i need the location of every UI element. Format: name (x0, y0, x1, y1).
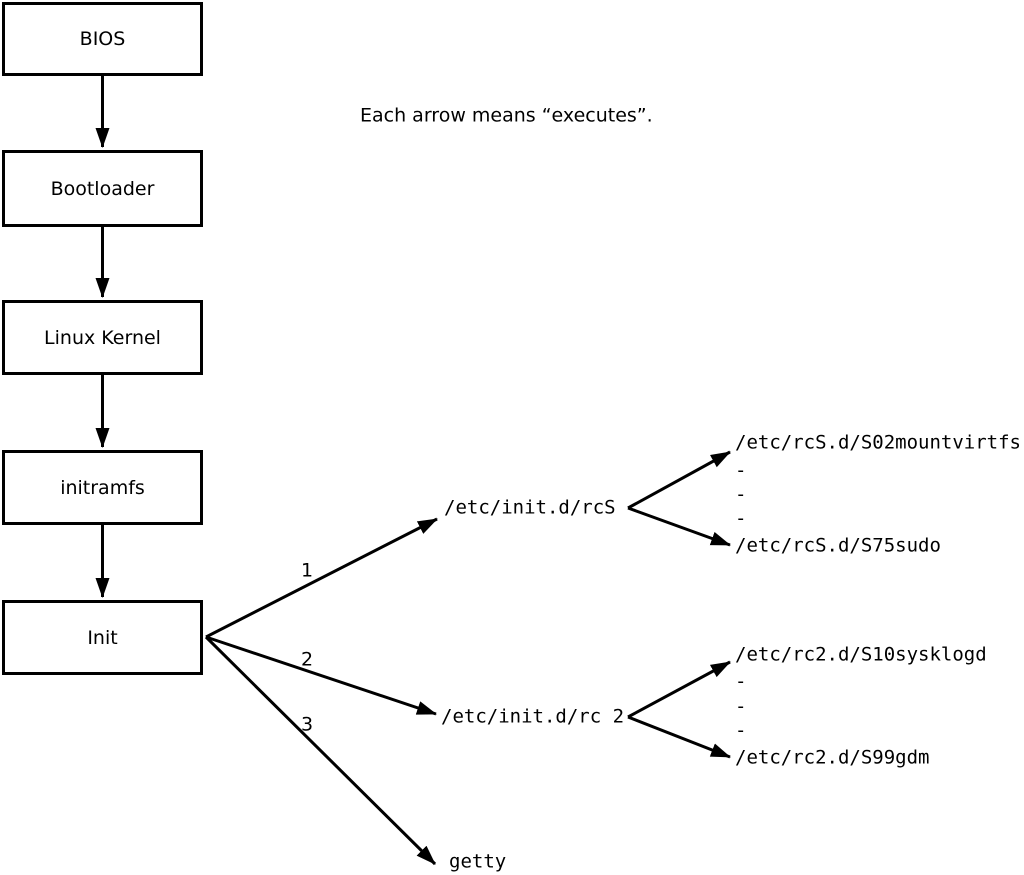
node-initramfs: initramfs (2, 450, 203, 525)
node-rcS: /etc/init.d/rcS (444, 496, 616, 519)
node-init: Init (2, 600, 203, 675)
branch-1-number: 1 (300, 559, 314, 582)
arrow-init-to-getty (204, 635, 437, 866)
node-linux-kernel: Linux Kernel (2, 300, 203, 375)
arrow-rcS-to-s75sudo (627, 506, 731, 547)
node-bootloader: Bootloader (2, 150, 203, 227)
node-rc2: /etc/init.d/rc 2 (441, 705, 625, 728)
arrow-rcS-to-s02mountvirtfs (627, 450, 731, 510)
node-initramfs-label: initramfs (60, 476, 145, 499)
node-s75sudo: /etc/rcS.d/S75sudo (735, 534, 941, 557)
node-linux-kernel-label: Linux Kernel (44, 326, 161, 349)
node-bootloader-label: Bootloader (50, 177, 155, 200)
rc2-ellipsis-dash-3: - (735, 719, 747, 742)
node-s02mountvirtfs: /etc/rcS.d/S02mountvirtfs (735, 431, 1021, 454)
rc2-ellipsis-dash-1: - (735, 670, 747, 693)
node-bios: BIOS (2, 2, 203, 76)
arrow-rc2-to-s10sysklogd (627, 660, 731, 719)
arrow-rc2-to-s99gdm (627, 715, 731, 759)
note-executes: Each arrow means “executes”. (360, 104, 653, 127)
rcS-ellipsis-dash-1: - (735, 459, 747, 482)
node-s10sysklogd: /etc/rc2.d/S10sysklogd (735, 643, 987, 666)
rcS-ellipsis-dash-2: - (735, 483, 747, 506)
node-bios-label: BIOS (79, 28, 126, 50)
node-s99gdm: /etc/rc2.d/S99gdm (735, 746, 930, 769)
node-init-label: Init (87, 626, 118, 649)
branch-2-number: 2 (300, 648, 314, 671)
node-getty: getty (449, 850, 507, 873)
arrow-init-to-rc2 (205, 635, 437, 716)
branch-3-number: 3 (300, 713, 314, 736)
arrow-init-to-rcS (205, 517, 438, 639)
rc2-ellipsis-dash-2: - (735, 695, 747, 718)
rcS-ellipsis-dash-3: - (735, 507, 747, 530)
